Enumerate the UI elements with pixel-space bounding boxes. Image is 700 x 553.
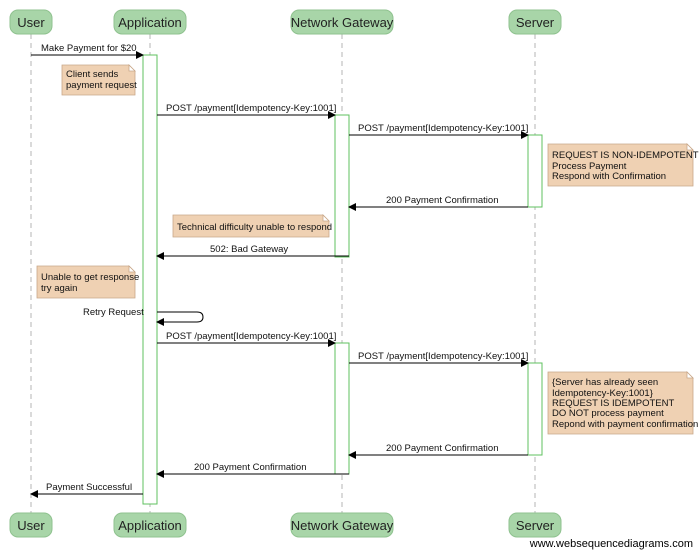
- watermark: www.websequencediagrams.com: [529, 538, 693, 550]
- activation-server-1: [527, 134, 543, 208]
- message-label: Make Payment for $20: [41, 43, 137, 54]
- message-post-gateway-to-server-2: POST /payment[Idempotency-Key:1001]: [349, 351, 529, 367]
- actor-label: Application: [118, 518, 182, 533]
- activation-gateway-2: [334, 342, 350, 475]
- message-label: 200 Payment Confirmation: [386, 195, 498, 206]
- actor-network-gateway-bottom: Network Gateway: [290, 512, 394, 538]
- actor-label: Server: [516, 518, 555, 533]
- actor-label: Network Gateway: [291, 15, 394, 30]
- activation-application: [142, 54, 158, 505]
- message-label: Retry Request: [83, 307, 144, 318]
- message-label: 200 Payment Confirmation: [194, 462, 306, 473]
- actor-user-bottom: User: [9, 512, 53, 538]
- message-label: POST /payment[Idempotency-Key:1001]: [358, 351, 528, 362]
- actor-label: Application: [118, 15, 182, 30]
- actor-network-gateway-top: Network Gateway: [290, 9, 394, 35]
- actor-label: User: [17, 518, 45, 533]
- note-line: Unable to get response: [41, 272, 139, 283]
- message-confirmation-server-to-gateway-2: 200 Payment Confirmation: [348, 443, 528, 459]
- note-line: Respond with Confirmation: [552, 171, 666, 182]
- messages: Make Payment for $20 POST /payment[Idemp…: [30, 43, 529, 498]
- message-label: 502: Bad Gateway: [210, 244, 288, 255]
- note-idempotent: {Server has already seen Idempotency-Key…: [547, 371, 698, 435]
- actor-label: User: [17, 15, 45, 30]
- note-line: {Server has already seen: [552, 377, 658, 388]
- actor-application-top: Application: [113, 9, 187, 35]
- note-line: DO NOT process payment: [552, 408, 664, 419]
- note-non-idempotent: REQUEST IS NON-IDEMPOTENT Process Paymen…: [547, 143, 699, 187]
- actor-application-bottom: Application: [113, 512, 187, 538]
- actor-label: Server: [516, 15, 555, 30]
- actor-user-top: User: [9, 9, 53, 35]
- note-line: Idempotency-Key:1001}: [552, 388, 653, 399]
- message-label: POST /payment[Idempotency-Key:1001]: [358, 123, 528, 134]
- message-label: POST /payment[Idempotency-Key:1001]: [166, 103, 336, 114]
- activation-gateway-1: [334, 114, 350, 258]
- note-technical-difficulty: Technical difficulty unable to respond: [172, 214, 332, 238]
- message-bad-gateway: 502: Bad Gateway: [156, 244, 349, 260]
- actor-server-bottom: Server: [508, 512, 562, 538]
- message-make-payment: Make Payment for $20: [31, 43, 144, 59]
- note-line: REQUEST IS NON-IDEMPOTENT: [552, 150, 699, 161]
- note-line: Process Payment: [552, 161, 627, 172]
- message-post-app-to-gateway-1: POST /payment[Idempotency-Key:1001]: [157, 103, 336, 119]
- note-line: Repond with payment confirmation: [552, 419, 698, 430]
- note-unable-to-get-response: Unable to get response try again: [36, 265, 139, 299]
- actors-top: User Application Network Gateway Server: [9, 9, 562, 35]
- message-confirmation-gateway-to-app: 200 Payment Confirmation: [156, 462, 349, 478]
- message-payment-successful: Payment Successful: [30, 482, 143, 498]
- message-label: POST /payment[Idempotency-Key:1001]: [166, 331, 336, 342]
- note-line: Client sends: [66, 69, 119, 80]
- actor-server-top: Server: [508, 9, 562, 35]
- activations: [142, 54, 543, 505]
- notes: Client sends payment request REQUEST IS …: [36, 64, 699, 435]
- activation-server-2: [527, 362, 543, 456]
- message-label: Payment Successful: [46, 482, 132, 493]
- note-client-sends: Client sends payment request: [61, 64, 137, 96]
- message-label: 200 Payment Confirmation: [386, 443, 498, 454]
- message-retry-request: Retry Request: [83, 307, 204, 326]
- note-line: payment request: [66, 80, 137, 91]
- note-line: REQUEST IS IDEMPOTENT: [552, 398, 674, 409]
- note-line: try again: [41, 283, 77, 294]
- actor-label: Network Gateway: [291, 518, 394, 533]
- message-confirmation-server-to-gateway-1: 200 Payment Confirmation: [348, 195, 528, 211]
- actors-bottom: User Application Network Gateway Server: [9, 512, 562, 538]
- message-post-app-to-gateway-2: POST /payment[Idempotency-Key:1001]: [157, 331, 336, 347]
- message-post-gateway-to-server-1: POST /payment[Idempotency-Key:1001]: [349, 123, 529, 139]
- note-line: Technical difficulty unable to respond: [177, 222, 332, 233]
